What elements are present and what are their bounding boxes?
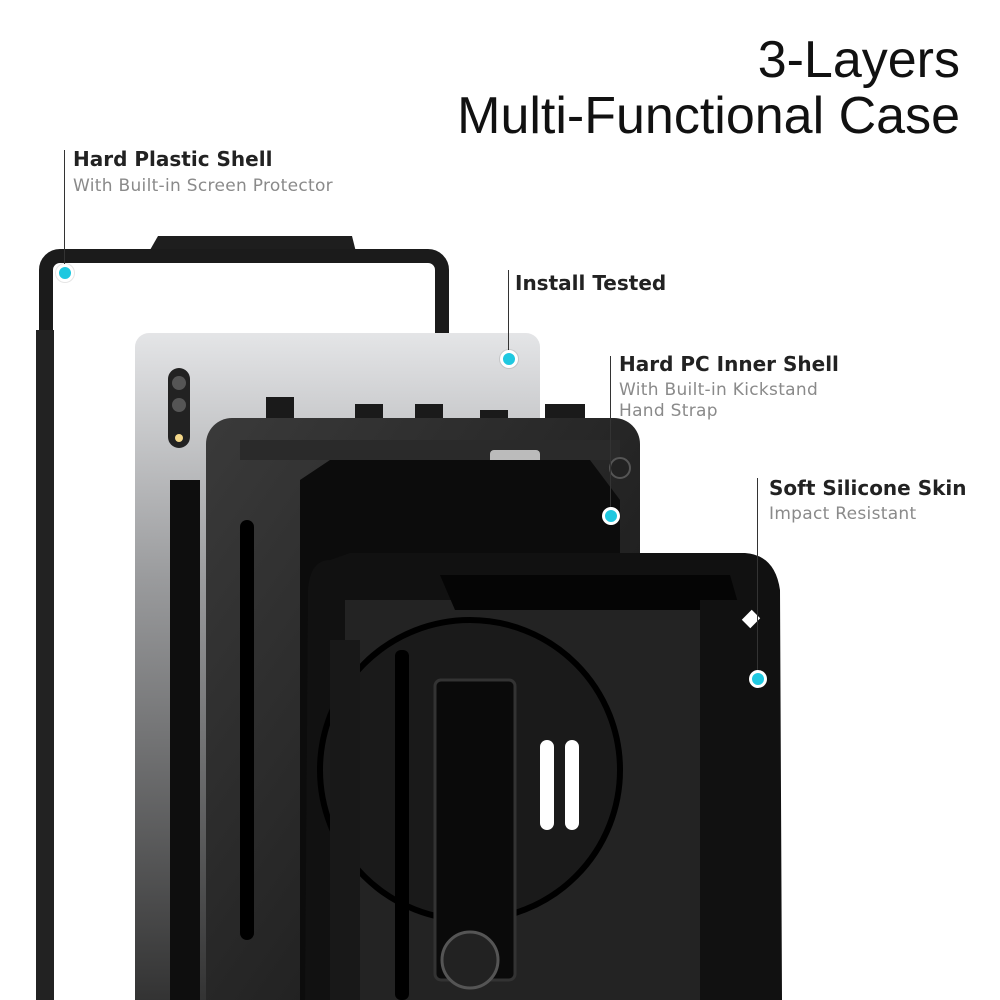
callout-hard-plastic-shell: Hard Plastic Shell With Built-in Screen … [73, 147, 333, 197]
callout-line [508, 270, 509, 358]
title-line-2: Multi-Functional Case [457, 87, 960, 145]
callout-heading: Hard PC Inner Shell [619, 352, 839, 376]
hotspot-dot-inner-shell [602, 507, 620, 525]
callout-line [757, 478, 758, 678]
callout-heading: Hard Plastic Shell [73, 147, 273, 171]
hotspot-dot-silicone-skin [749, 670, 767, 688]
hotspot-dot-install-tested [500, 350, 518, 368]
callout-line [610, 356, 611, 515]
callout-sub: Hand Strap [619, 401, 718, 421]
callout-heading: Soft Silicone Skin [769, 476, 967, 500]
callout-hard-pc-inner-shell: Hard PC Inner Shell With Built-in Kickst… [619, 352, 839, 422]
callout-install-tested: Install Tested [515, 271, 666, 295]
soft-silicone-skin [305, 553, 782, 1000]
callout-sub: With Built-in Kickstand [619, 380, 819, 400]
callout-soft-silicone-skin: Soft Silicone Skin Impact Resistant [769, 476, 967, 525]
hotspot-dot-plastic-shell [56, 264, 74, 282]
title-line-1: 3-Layers [757, 31, 960, 89]
callout-line [64, 150, 65, 272]
callout-heading: Install Tested [515, 271, 667, 295]
callout-sub: With Built-in Screen Protector [73, 176, 333, 196]
callout-sub: Impact Resistant [769, 504, 917, 524]
